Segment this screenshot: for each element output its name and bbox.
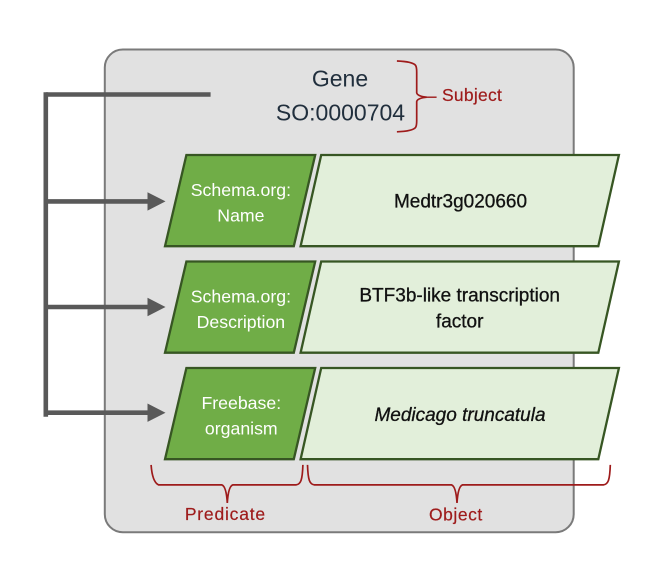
svg-text:Medtr3g020660: Medtr3g020660 bbox=[394, 192, 527, 213]
svg-text:Freebase:: Freebase: bbox=[201, 393, 281, 413]
svg-text:SO:0000704: SO:0000704 bbox=[276, 100, 405, 126]
svg-text:factor: factor bbox=[436, 312, 484, 333]
svg-text:Description: Description bbox=[197, 312, 285, 332]
svg-text:Medicago truncatula: Medicago truncatula bbox=[374, 405, 545, 426]
svg-text:Schema.org:: Schema.org: bbox=[191, 180, 291, 200]
svg-text:BTF3b-like transcription: BTF3b-like transcription bbox=[359, 286, 560, 307]
svg-text:Predicate: Predicate bbox=[185, 504, 266, 524]
svg-text:Schema.org:: Schema.org: bbox=[191, 286, 291, 306]
svg-text:Gene: Gene bbox=[312, 66, 368, 92]
svg-text:Object: Object bbox=[429, 504, 483, 524]
svg-text:Name: Name bbox=[217, 206, 264, 226]
svg-text:Subject: Subject bbox=[442, 85, 502, 105]
svg-text:organism: organism bbox=[205, 419, 278, 439]
